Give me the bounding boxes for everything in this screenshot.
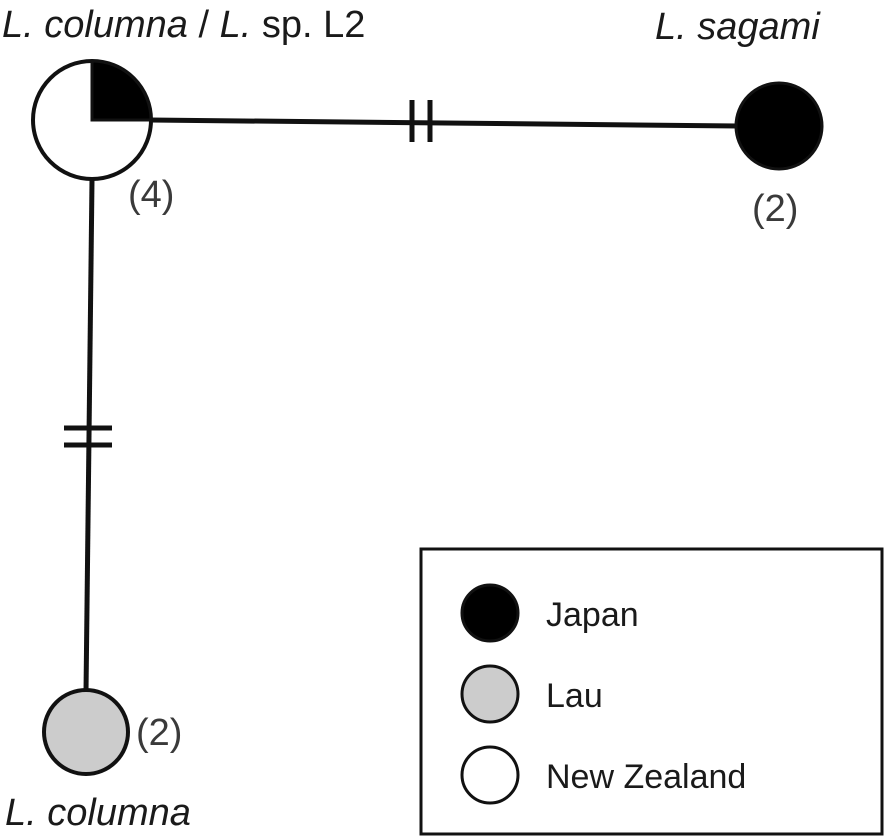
edge-hub-sagami [149,117,739,129]
label-hub-sep: / [198,4,210,46]
node-columna [42,688,130,776]
count-sagami: (2) [752,188,799,230]
label-columna: L. columna [5,794,191,832]
node-hub-japan-slice [90,59,153,122]
label-sagami-species: sagami [697,6,820,48]
legend-swatch-new-zealand [460,745,520,805]
label-hub-genus2: L. [219,4,252,46]
count-columna: (2) [136,712,183,754]
label-sagami-genus: L. [655,6,687,48]
edge-hub-columna [83,179,95,693]
count-hub: (4) [128,174,175,216]
label-hub-rest: sp. L2 [261,4,366,46]
label-sagami: L. sagami [655,8,820,46]
mutation-marks-horizontal [409,100,433,142]
legend-swatch-japan [460,583,520,643]
legend-label-japan: Japan [546,596,639,634]
node-sagami [734,81,824,171]
label-columna-species: columna [47,792,191,834]
legend-label-new-zealand: New Zealand [546,758,747,796]
label-columna-genus: L. [5,792,37,834]
mutation-marks-vertical [64,425,112,448]
label-hub-species: columna [44,4,188,46]
label-hub-genus: L. [2,4,34,46]
legend-swatch-lau [460,664,520,724]
node-hub [31,59,153,181]
label-hub: L. columna / L. sp. L2 [2,6,365,44]
legend-label-lau: Lau [546,677,603,715]
